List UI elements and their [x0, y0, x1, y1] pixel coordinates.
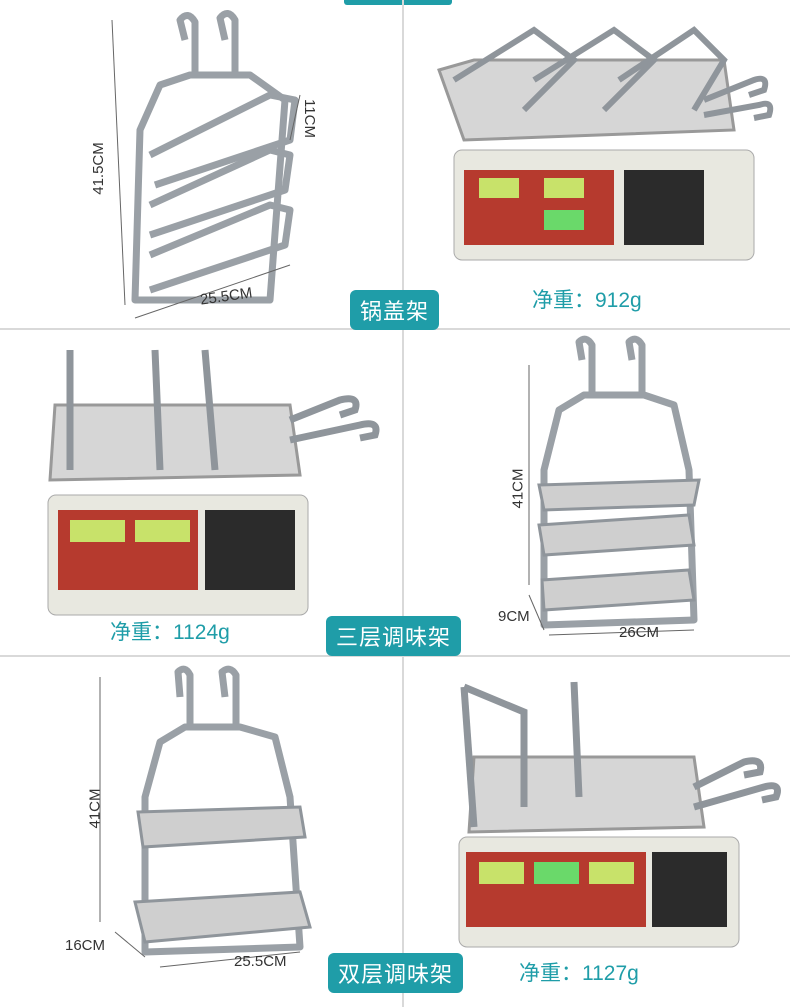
panel-lid-rack: 41.5CM 11CM 25.5CM 锅盖架 — [0, 0, 440, 330]
two-tier-depth-label: 16CM — [65, 937, 106, 954]
three-tier-height-label: 41CM — [509, 468, 527, 509]
two-tier-scale-weight-label: 净重：1127g — [519, 962, 639, 985]
lid-rack-name-badge: 锅盖架 — [350, 290, 440, 330]
panel-two-tier-rack: 41CM 16CM 25.5CM 双层调味架 — [0, 657, 464, 1007]
panel-three-tier-rack: 41CM 9CM 26CM — [404, 330, 790, 653]
three-tier-depth-label: 9CM — [498, 608, 530, 625]
two-tier-rack-illustration — [99, 665, 312, 968]
two-tier-name-badge: 双层调味架 — [328, 953, 464, 993]
three-tier-name-badge: 三层调味架 — [326, 616, 462, 656]
lid-rack-depth-label: 11CM — [300, 99, 318, 138]
three-tier-rack-illustration — [528, 335, 701, 636]
lid-scale-weight-label: 净重：912g — [532, 289, 642, 312]
lid-rack-height-label: 41.5CM — [89, 142, 107, 195]
three-tier-width-label: 26CM — [619, 624, 660, 641]
scale-with-three-tier-rack-illustration — [47, 349, 380, 616]
panel-three-tier-scale: 净重：1124g 三层调味架 — [0, 330, 462, 656]
row-divider-2 — [0, 655, 790, 657]
two-tier-width-label: 25.5CM — [234, 953, 287, 970]
panel-two-tier-scale: 净重：1127g — [404, 657, 790, 1007]
panel-lid-scale: 净重：912g — [404, 0, 790, 326]
scale-with-lid-rack-illustration — [437, 26, 774, 261]
column-divider — [402, 0, 404, 1007]
scale-with-two-tier-rack-illustration — [458, 681, 781, 948]
two-tier-height-label: 41CM — [86, 788, 104, 829]
top-tab-indicator — [344, 0, 452, 5]
lid-rack-illustration — [111, 10, 301, 319]
three-tier-scale-weight-label: 净重：1124g — [110, 621, 230, 644]
